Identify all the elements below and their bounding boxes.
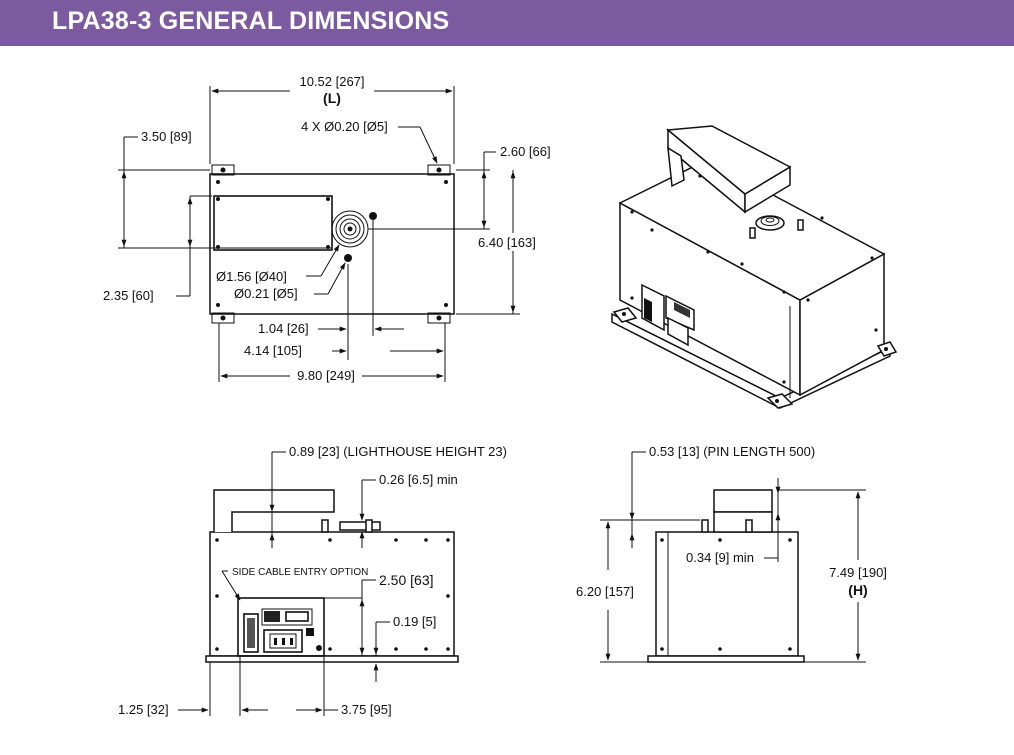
length-tag: (L) xyxy=(323,90,341,106)
mount-tab xyxy=(211,164,235,176)
connector-width-dimension: 3.75 [95] xyxy=(341,702,392,717)
pin-hole xyxy=(369,212,377,220)
panel-offset-dimension: 2.35 [60] xyxy=(103,288,154,303)
front-view: 0.89 [23] (LIGHTHOUSE HEIGHT 23) 0.26 [6… xyxy=(118,444,507,717)
hole-spacing-dimension: 9.80 [249] xyxy=(297,368,355,383)
isometric-view xyxy=(611,125,898,409)
d-sub-connector xyxy=(243,613,259,653)
body-height-dimension: 6.20 [157] xyxy=(576,584,634,599)
power-inlet xyxy=(263,629,303,653)
pin-hole xyxy=(344,254,352,262)
right-offset-dimension: 2.60 [66] xyxy=(500,144,551,159)
pin-diameter-label: Ø0.21 [Ø5] xyxy=(234,286,298,301)
iso-cover-box xyxy=(666,125,792,195)
iso-power-inlet xyxy=(667,316,689,347)
left-offset-dimension: 3.50 [89] xyxy=(141,129,192,144)
side-pin-min-dimension: 0.34 [9] min xyxy=(686,550,754,565)
total-height-dimension: 7.49 [190] xyxy=(829,565,887,580)
lighthouse-port xyxy=(331,210,369,248)
foot-dimension: 0.19 [5] xyxy=(393,614,436,629)
pin-spacing-dimension: 1.04 [26] xyxy=(258,321,309,336)
mount-tab xyxy=(211,312,235,324)
title-bar: LPA38-3 GENERAL DIMENSIONS xyxy=(0,0,1014,46)
front-left-offset-dimension: 1.25 [32] xyxy=(118,702,169,717)
width-dimension: 6.40 [163] xyxy=(478,235,536,250)
cover-panel xyxy=(213,195,333,251)
pin-length-dimension: 0.53 [13] (PIN LENGTH 500) xyxy=(649,444,815,459)
port-offset-dimension: 4.14 [105] xyxy=(244,343,302,358)
top-view: 10.52 [267] (L) 4 X Ø0.20 [Ø5] 3.50 [89]… xyxy=(103,74,551,383)
mount-tab xyxy=(427,312,451,324)
front-view-housing xyxy=(209,531,455,657)
lighthouse-height-dimension: 0.89 [23] (LIGHTHOUSE HEIGHT 23) xyxy=(289,444,507,459)
page-title: LPA38-3 GENERAL DIMENSIONS xyxy=(52,7,450,35)
length-dimension: 10.52 [267] xyxy=(299,74,364,89)
side-cover-box xyxy=(713,489,773,513)
side-view: 0.53 [13] (PIN LENGTH 500) 0.34 [9] min … xyxy=(576,444,887,663)
front-cover-box xyxy=(213,489,335,532)
connector-area xyxy=(237,597,325,657)
side-cable-entry-label: SIDE CABLE ENTRY OPTION xyxy=(232,567,368,578)
holes-callout: 4 X Ø0.20 [Ø5] xyxy=(301,119,388,134)
connector-height-dimension: 2.50 [63] xyxy=(379,572,434,588)
front-lighthouse xyxy=(339,521,381,531)
port-diameter-label: Ø1.56 [Ø40] xyxy=(216,269,287,284)
front-pin-min-dimension: 0.26 [6.5] min xyxy=(379,472,458,487)
height-tag: (H) xyxy=(848,582,867,598)
mount-tab xyxy=(427,164,451,176)
